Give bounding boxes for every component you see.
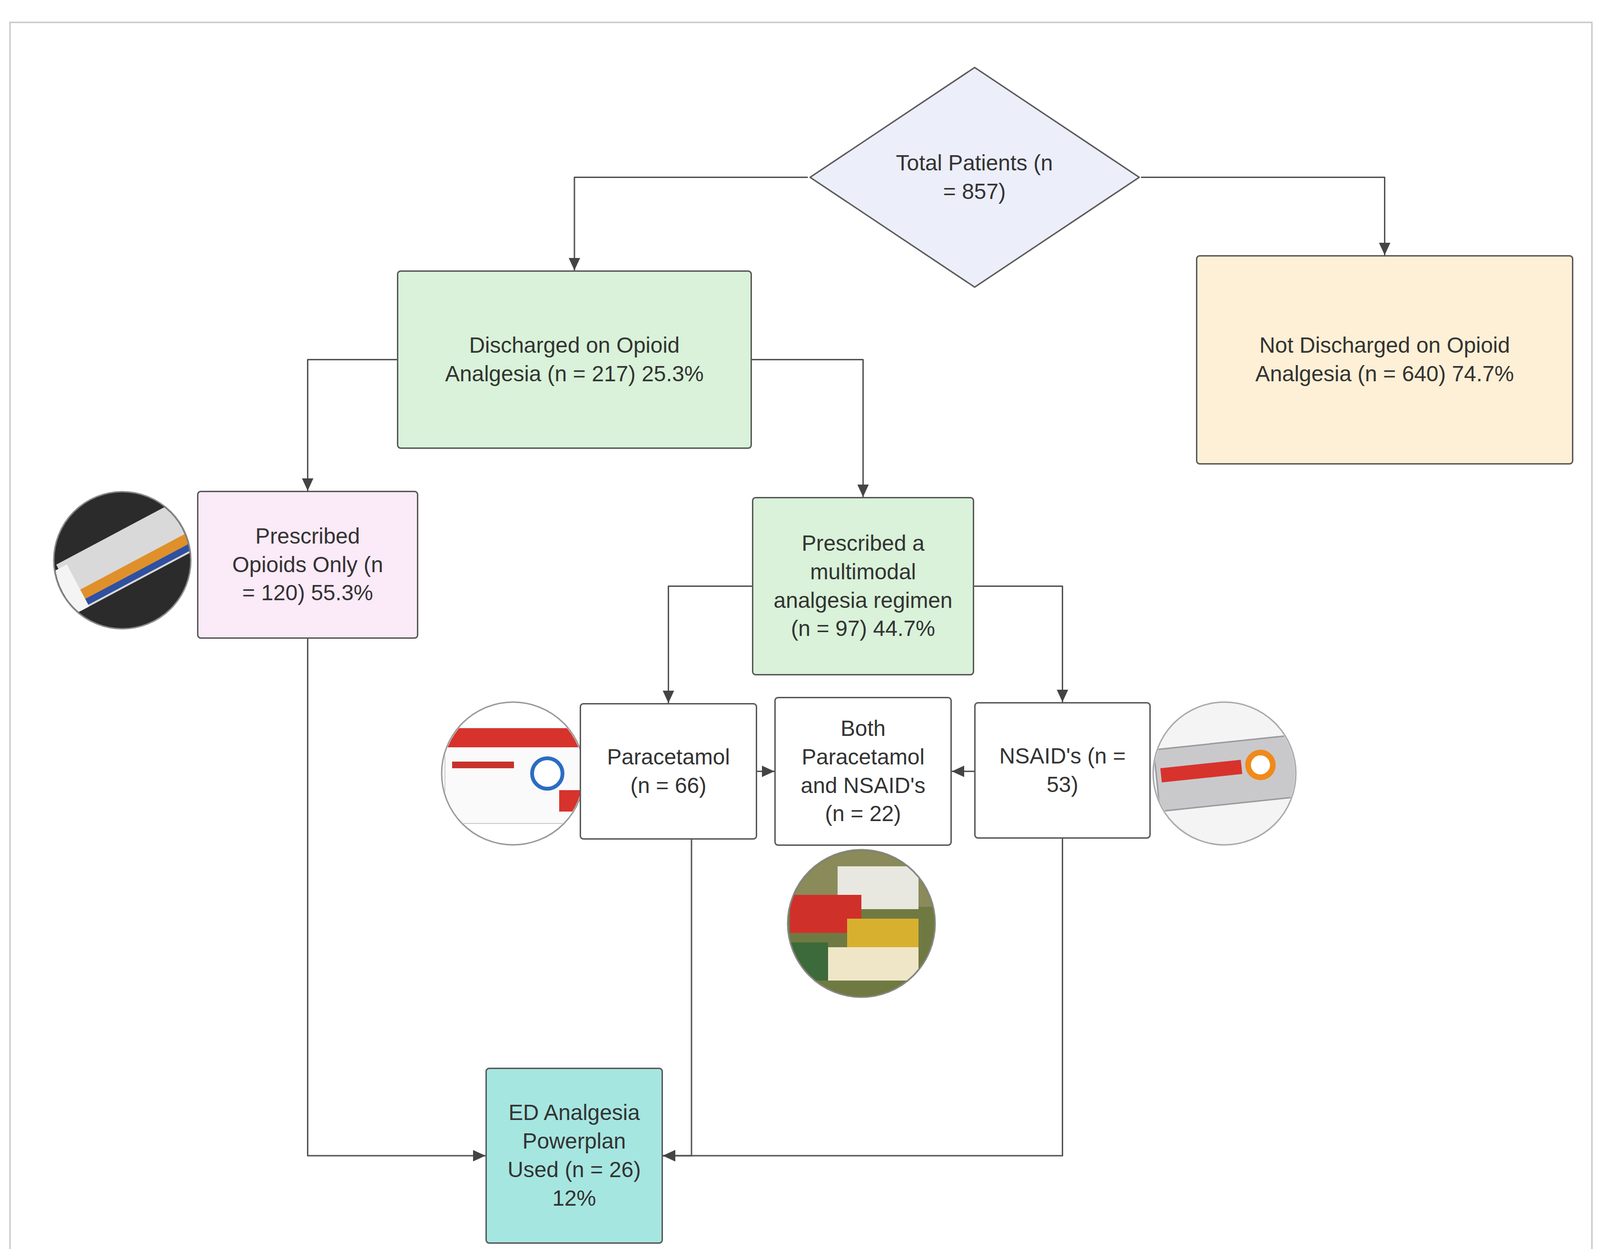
process-box: ED Analgesia Powerplan Used (n = 26) 12%	[485, 1067, 663, 1244]
connector-arrow	[307, 638, 486, 1156]
connector-arrow	[574, 177, 809, 271]
connector-arrow	[951, 770, 975, 772]
node-label: Not Discharged on Opioid Analgesia (n = …	[1232, 331, 1538, 389]
process-box: NSAID's (n = 53)	[974, 701, 1151, 839]
opioid-photo	[39, 491, 208, 629]
process-box: Prescribed Opioids Only (n = 120) 55.3%	[197, 490, 419, 639]
process-box: Discharged on Opioid Analgesia (n = 217)…	[396, 270, 752, 449]
node-label: NSAID's (n = 53)	[991, 741, 1135, 800]
frame	[9, 22, 1592, 1249]
node-label: Prescribed Opioids Only (n = 120) 55.3%	[231, 522, 385, 608]
paracetamol-photo	[441, 701, 585, 845]
combination-photo	[787, 849, 936, 998]
connector-arrow	[662, 839, 692, 1156]
connector-arrow	[1141, 177, 1385, 256]
node-label: Both Paracetamol and NSAID's (n = 22)	[791, 714, 935, 829]
process-box: Not Discharged on Opioid Analgesia (n = …	[1195, 255, 1574, 465]
connector-arrow	[751, 359, 864, 498]
nsaid-photo	[1153, 701, 1303, 845]
connector-arrow	[662, 838, 1063, 1156]
node-label: Discharged on Opioid Analgesia (n = 217)…	[426, 331, 722, 389]
process-box: Both Paracetamol and NSAID's (n = 22)	[774, 696, 952, 846]
connector-arrow	[757, 770, 775, 772]
connector-arrow	[307, 359, 398, 492]
decision-diamond: Total Patients (n = 857)	[808, 66, 1142, 289]
process-box: Prescribed a multimodal analgesia regime…	[751, 496, 975, 676]
connector-arrow	[668, 586, 753, 704]
diamond-outline	[808, 66, 1142, 289]
node-label: ED Analgesia Powerplan Used (n = 26) 12%	[503, 1098, 646, 1213]
process-box: Paracetamol (n = 66)	[579, 702, 758, 840]
connector-arrow	[974, 586, 1063, 703]
node-label: Total Patients (n = 857)	[896, 148, 1054, 207]
node-label: Prescribed a multimodal analgesia regime…	[772, 529, 954, 643]
node-label: Paracetamol (n = 66)	[597, 742, 741, 800]
